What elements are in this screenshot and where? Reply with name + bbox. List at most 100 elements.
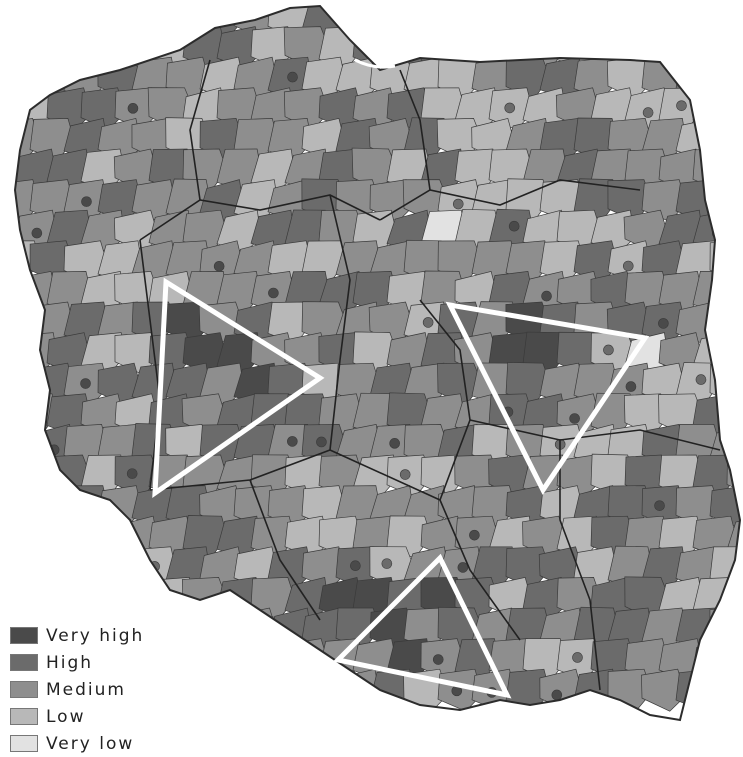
city-district (508, 220, 520, 232)
city-district (287, 71, 298, 83)
district-region (556, 515, 602, 559)
district-region (29, 546, 75, 590)
district-region (15, 576, 58, 620)
city-district (127, 103, 139, 114)
district-region (301, 668, 347, 712)
city-district (316, 436, 327, 448)
city-district (603, 344, 614, 356)
district-region (658, 26, 704, 69)
district-region (726, 638, 740, 682)
district-region (267, 668, 313, 712)
legend-item: Low (10, 703, 144, 730)
district-region (80, 87, 126, 131)
district-region (607, 6, 653, 39)
legend-swatch-high (10, 654, 38, 671)
district-region (199, 607, 245, 651)
city-district (569, 413, 580, 424)
district-region (80, 515, 126, 559)
district-region (675, 6, 721, 39)
district-region (403, 6, 449, 39)
district-region (505, 240, 551, 284)
district-region (216, 638, 262, 682)
district-region (675, 668, 721, 712)
city-district (469, 529, 480, 541)
district-region (62, 6, 109, 39)
legend-label: Medium (46, 679, 126, 700)
highlight-triangles (152, 277, 650, 699)
district-region (607, 179, 653, 223)
district-region (420, 454, 466, 498)
district-region (267, 118, 313, 161)
district-region (15, 179, 41, 223)
district-region (80, 26, 126, 69)
district-region (726, 209, 740, 253)
district-region (692, 26, 738, 70)
district-region (233, 667, 279, 712)
district-region (29, 485, 75, 529)
district-region (522, 454, 568, 498)
district-region (709, 668, 740, 712)
city-district (146, 684, 158, 696)
city-district (457, 562, 469, 573)
district-region (15, 301, 41, 345)
district-region (454, 148, 500, 192)
city-district (80, 378, 91, 389)
district-region (726, 87, 740, 131)
district-region (726, 26, 740, 70)
city-district (350, 560, 361, 572)
district-region (182, 638, 228, 682)
district-region (352, 271, 398, 314)
district-region (131, 6, 177, 39)
district-region (726, 148, 740, 192)
district-region (15, 25, 58, 70)
district-region (726, 332, 740, 376)
district-region (726, 271, 740, 314)
district-region (420, 270, 466, 314)
district-region (165, 6, 211, 39)
city-district (654, 500, 665, 511)
city-district (625, 381, 637, 392)
district-region (539, 6, 585, 39)
city-district (723, 10, 735, 22)
triangle-south (332, 553, 512, 699)
legend-item: Very low (10, 730, 144, 757)
district-region (15, 545, 41, 590)
city-district (31, 227, 43, 239)
district-region (573, 6, 619, 39)
district-region (232, 607, 279, 651)
district-region (368, 6, 415, 39)
legend-label: Low (46, 706, 86, 727)
baltic-coast-notch (354, 58, 396, 69)
legend-label: High (46, 652, 94, 673)
city-district (504, 102, 516, 114)
city-district (126, 468, 138, 479)
district-region (97, 6, 143, 39)
legend-swatch-medium (10, 681, 38, 698)
city-district (399, 469, 411, 480)
district-region (709, 117, 740, 161)
district-region (165, 668, 211, 712)
district-region (250, 638, 296, 682)
district-region (709, 56, 740, 100)
district-region (233, 179, 279, 222)
legend-label: Very high (46, 625, 145, 646)
district-region (15, 454, 58, 498)
city-district (81, 196, 92, 207)
district-region (46, 576, 92, 620)
city-district (572, 652, 583, 663)
city-district (381, 558, 393, 569)
voivodeship-boundaries (139, 59, 721, 691)
city-district (541, 290, 552, 302)
triangle-east (445, 301, 650, 495)
city-district (422, 317, 434, 328)
legend-swatch-very-high (10, 627, 38, 644)
district-region (216, 26, 262, 70)
district-region (709, 179, 740, 223)
district-region (15, 6, 41, 39)
district-region (641, 6, 687, 39)
city-district (268, 287, 279, 299)
city-district (642, 107, 654, 118)
city-district (287, 436, 298, 447)
district-region (63, 546, 109, 590)
